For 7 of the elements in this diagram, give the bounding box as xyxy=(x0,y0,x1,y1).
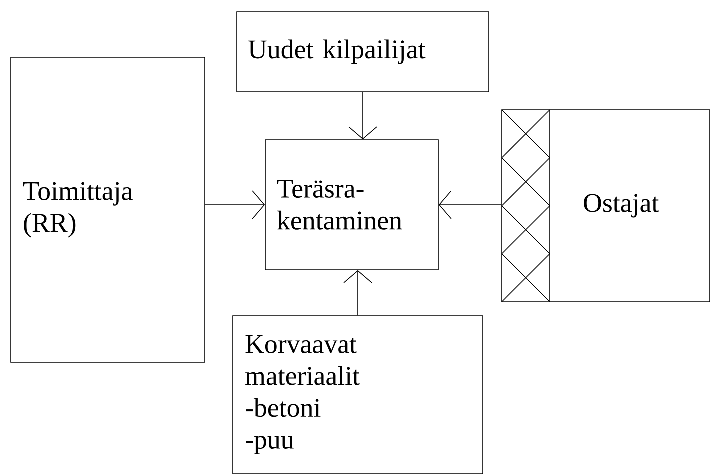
box: Korvaavat materiaalit -betoni -puu xyxy=(232,316,484,474)
box: Uudet kilpailijat xyxy=(236,12,490,92)
hatched-box: Ostajat xyxy=(502,110,710,302)
arrow xyxy=(438,190,502,220)
box: Teräsra- kentaminen xyxy=(265,140,439,270)
box: Toimittaja (RR) xyxy=(10,57,206,363)
arrow xyxy=(205,190,266,220)
